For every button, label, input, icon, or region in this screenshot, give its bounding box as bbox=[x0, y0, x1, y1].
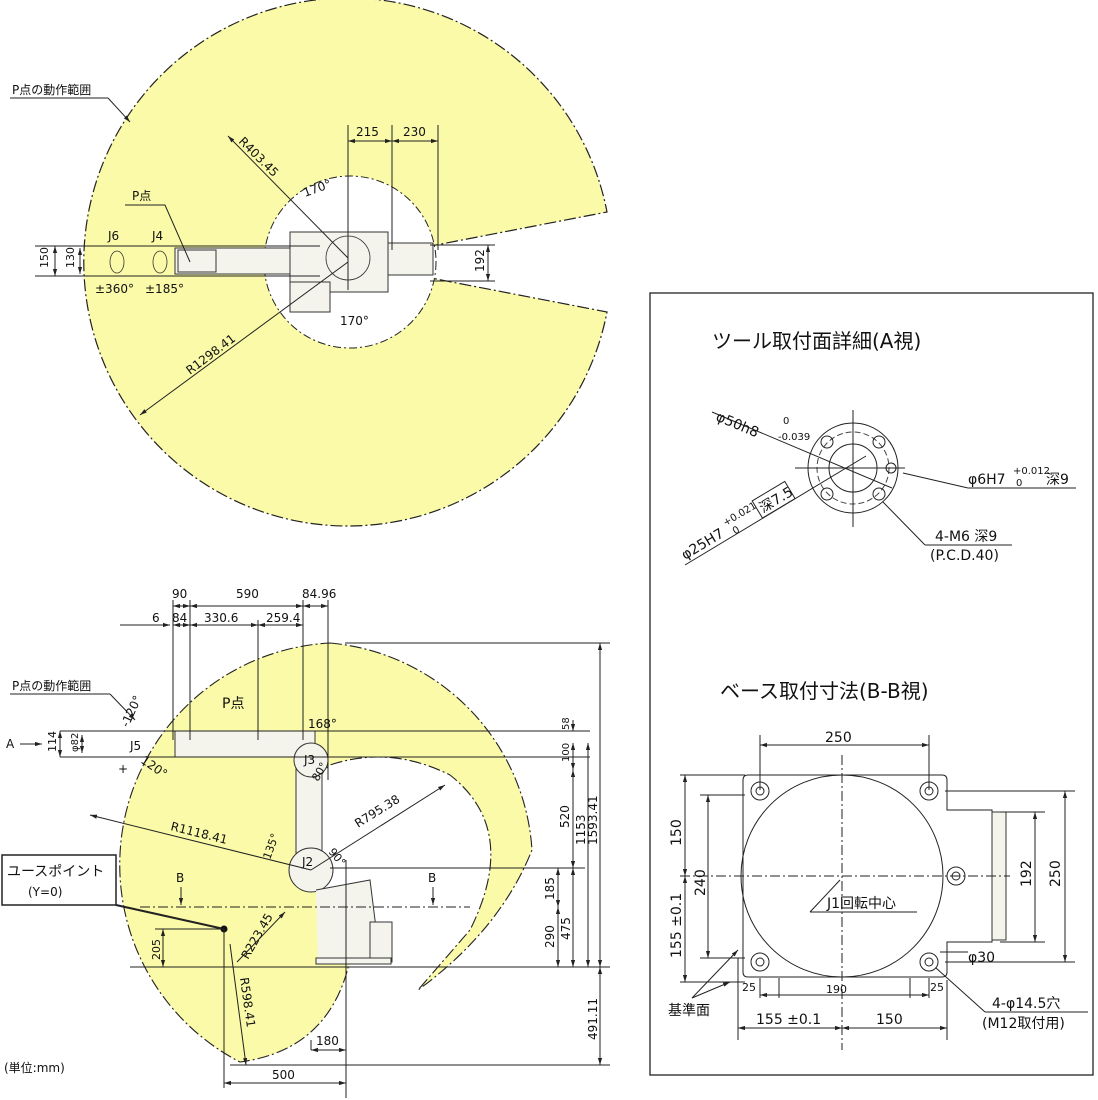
phi6-tol-up: +0.012 bbox=[1013, 466, 1050, 477]
dim-520: 520 bbox=[558, 805, 572, 828]
side-forearm bbox=[174, 730, 316, 758]
view-a-label: A bbox=[6, 737, 15, 751]
detail-b: ベース取付寸法(B-B視) 250 150 240 155 ±0.1 192 2… bbox=[668, 679, 1088, 1050]
detail-a: ツール取付面詳細(A視) φ50h8 0 -0.039 φ25H7 +0.021… bbox=[679, 329, 1076, 566]
j4-range: ±185° bbox=[145, 282, 184, 296]
dim-250-right: 250 bbox=[1048, 860, 1064, 887]
phi50-tol-low: -0.039 bbox=[778, 432, 810, 443]
side-range-label: P点の動作範囲 bbox=[12, 678, 91, 693]
dim-155-left: 155 ±0.1 bbox=[669, 893, 685, 958]
dim-90: 90 bbox=[172, 587, 187, 601]
dim-500: 500 bbox=[272, 1068, 295, 1082]
section-b-right: B bbox=[428, 871, 436, 885]
dim-205: 205 bbox=[150, 939, 163, 960]
dim-190: 190 bbox=[826, 983, 847, 996]
detail-panel bbox=[649, 292, 1094, 1076]
dim-259-4: 259.4 bbox=[266, 611, 300, 625]
phi25-tol-low: 0 bbox=[731, 524, 742, 537]
angle-j5-neg: -120° bbox=[118, 693, 145, 729]
top-connector bbox=[387, 242, 434, 276]
dim-192: 192 bbox=[473, 249, 487, 272]
j4-rotation-icon bbox=[152, 250, 168, 274]
dim-100: 100 bbox=[561, 743, 572, 762]
base-plate-outline bbox=[742, 774, 993, 978]
dim-150-left: 150 bbox=[669, 819, 685, 846]
section-b-left: B bbox=[176, 871, 184, 885]
user-point-sub: (Y=0) bbox=[28, 885, 62, 899]
detail-a-title: ツール取付面詳細(A視) bbox=[712, 329, 921, 353]
dim-1153: 1153 bbox=[574, 814, 588, 845]
dim-590: 590 bbox=[236, 587, 259, 601]
j3-label: J3 bbox=[303, 753, 315, 767]
pcd-label: (P.C.D.40) bbox=[930, 548, 999, 564]
dim-1593: 1593.41 bbox=[586, 795, 600, 845]
dim-180: 180 bbox=[316, 1034, 339, 1048]
side-p-point-label: P点 bbox=[222, 696, 244, 712]
holes-label: 4-φ14.5穴 bbox=[992, 996, 1060, 1012]
side-base-box bbox=[369, 921, 393, 963]
m6-label: 4-M6 深9 bbox=[935, 529, 997, 545]
dim-330-6: 330.6 bbox=[204, 611, 238, 625]
side-base-plate bbox=[315, 957, 392, 965]
phi50-tol-up: 0 bbox=[783, 416, 789, 427]
angle-bottom: 170° bbox=[340, 314, 369, 328]
dim-185: 185 bbox=[543, 877, 557, 900]
r-598: R598.41 bbox=[237, 976, 258, 1028]
dim-150: 150 bbox=[38, 247, 51, 268]
phi6-label: φ6H7 bbox=[968, 472, 1006, 488]
j6-range: ±360° bbox=[95, 282, 134, 296]
phi6-tol-low: 0 bbox=[1016, 478, 1022, 489]
ref-surface-label: 基準面 bbox=[668, 1002, 710, 1019]
dim-475: 475 bbox=[559, 917, 573, 940]
top-base-lower bbox=[289, 281, 331, 313]
dim-phi82: φ82 bbox=[70, 733, 81, 752]
j6-rotation-icon bbox=[109, 250, 125, 274]
dim-84: 84 bbox=[172, 611, 187, 625]
top-p-point-label: P点 bbox=[132, 189, 151, 203]
side-view: 90 590 84.96 6 84 330.6 259.4 P点の動作範囲 P点… bbox=[1, 587, 610, 1098]
dim-290: 290 bbox=[543, 925, 557, 948]
dim-230: 230 bbox=[403, 125, 426, 139]
dim-84-96: 84.96 bbox=[302, 587, 336, 601]
dim-58: 58 bbox=[561, 717, 572, 730]
dim-215: 215 bbox=[356, 125, 379, 139]
detail-b-title: ベース取付寸法(B-B視) bbox=[720, 679, 929, 703]
j1-center-label: J1回転中心 bbox=[826, 896, 896, 912]
j4-label: J4 bbox=[151, 229, 163, 243]
r-795: R795.38 bbox=[352, 792, 402, 831]
angle-168: 168° bbox=[308, 717, 337, 731]
dim-25-right: 25 bbox=[930, 981, 944, 994]
phi6-depth: 深9 bbox=[1046, 472, 1069, 488]
dim-491: 491.11 bbox=[586, 998, 600, 1040]
top-view: P点の動作範囲 P点 J6 J4 ±360° ±185° 150 130 215… bbox=[10, 0, 608, 527]
dim-130: 130 bbox=[64, 247, 77, 268]
top-range-label: P点の動作範囲 bbox=[12, 82, 91, 97]
user-point-box bbox=[1, 854, 117, 906]
phi30-label: φ30 bbox=[968, 950, 995, 966]
dim-192-right: 192 bbox=[1019, 860, 1035, 887]
dim-250-top: 250 bbox=[825, 730, 852, 746]
dim-114: 114 bbox=[46, 731, 59, 752]
dim-25-left: 25 bbox=[742, 981, 756, 994]
top-wrist bbox=[177, 249, 217, 273]
user-point-label: ユースポイント bbox=[7, 864, 104, 880]
dim-240: 240 bbox=[693, 869, 709, 896]
holes-sub-label: (M12取付用) bbox=[982, 1016, 1065, 1032]
j5-label: J5 bbox=[129, 739, 141, 753]
unit-label: (単位:mm) bbox=[4, 1060, 65, 1075]
dim-6: 6 bbox=[152, 611, 160, 625]
dim-150-bottom: 150 bbox=[876, 1012, 903, 1028]
j6-label: J6 bbox=[107, 229, 119, 243]
plus-sign: + bbox=[118, 762, 128, 776]
j2-label: J2 bbox=[301, 855, 313, 869]
dim-155-bottom: 155 ±0.1 bbox=[756, 1012, 821, 1028]
